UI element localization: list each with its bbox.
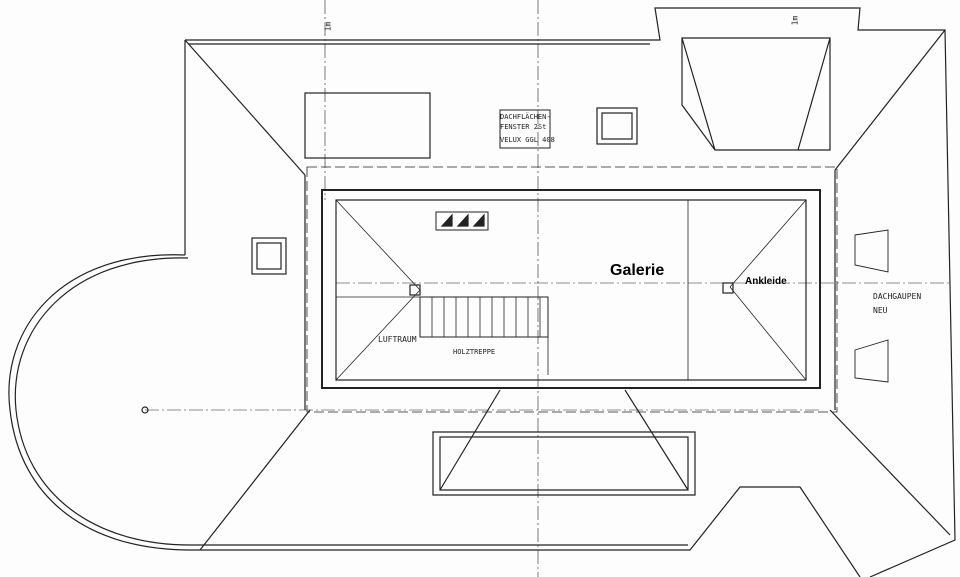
axis-lines: [145, 0, 950, 577]
room-wall: [321, 189, 821, 389]
room-label-ankleide: Ankleide: [745, 276, 787, 287]
scale-label-right: 1m: [790, 15, 800, 26]
window-symbols: [440, 213, 485, 227]
dormer-bottom: [432, 389, 696, 496]
room-label-galerie: Galerie: [610, 262, 665, 279]
skylight-left: [251, 237, 287, 275]
axis-marker: [141, 406, 149, 414]
window-symbol-box: [435, 211, 489, 231]
scale-label-left: 1m: [323, 21, 333, 32]
dormer-top: [681, 37, 831, 151]
dormers-new: [854, 229, 889, 383]
label-neu: NEU: [873, 306, 888, 315]
post: [722, 282, 734, 294]
stair-treads: [336, 296, 549, 375]
skylight-note-line1: DACHFLÄCHEN-: [500, 113, 551, 121]
stair: [419, 296, 549, 338]
skylight-note-line3: VELUX GGL 408: [500, 136, 555, 144]
roof-outline: [8, 7, 956, 577]
skylight-note-box: [499, 109, 551, 149]
hip-lines: [184, 29, 951, 551]
roof-inner-outline: [14, 43, 688, 546]
label-dachgaupen: DACHGAUPEN: [873, 292, 922, 301]
label-luftraum: LUFTRAUM: [378, 335, 417, 344]
skylight-note-line2: FENSTER 2St: [500, 123, 547, 131]
skylight: [304, 92, 431, 159]
dashed-outline: [306, 166, 838, 413]
room-inner-wall: [335, 199, 807, 381]
label-holztreppe: HOLZTREPPE: [453, 348, 496, 356]
skylight-small: [596, 107, 638, 145]
ceiling-lines: [335, 199, 807, 381]
post: [409, 284, 421, 296]
